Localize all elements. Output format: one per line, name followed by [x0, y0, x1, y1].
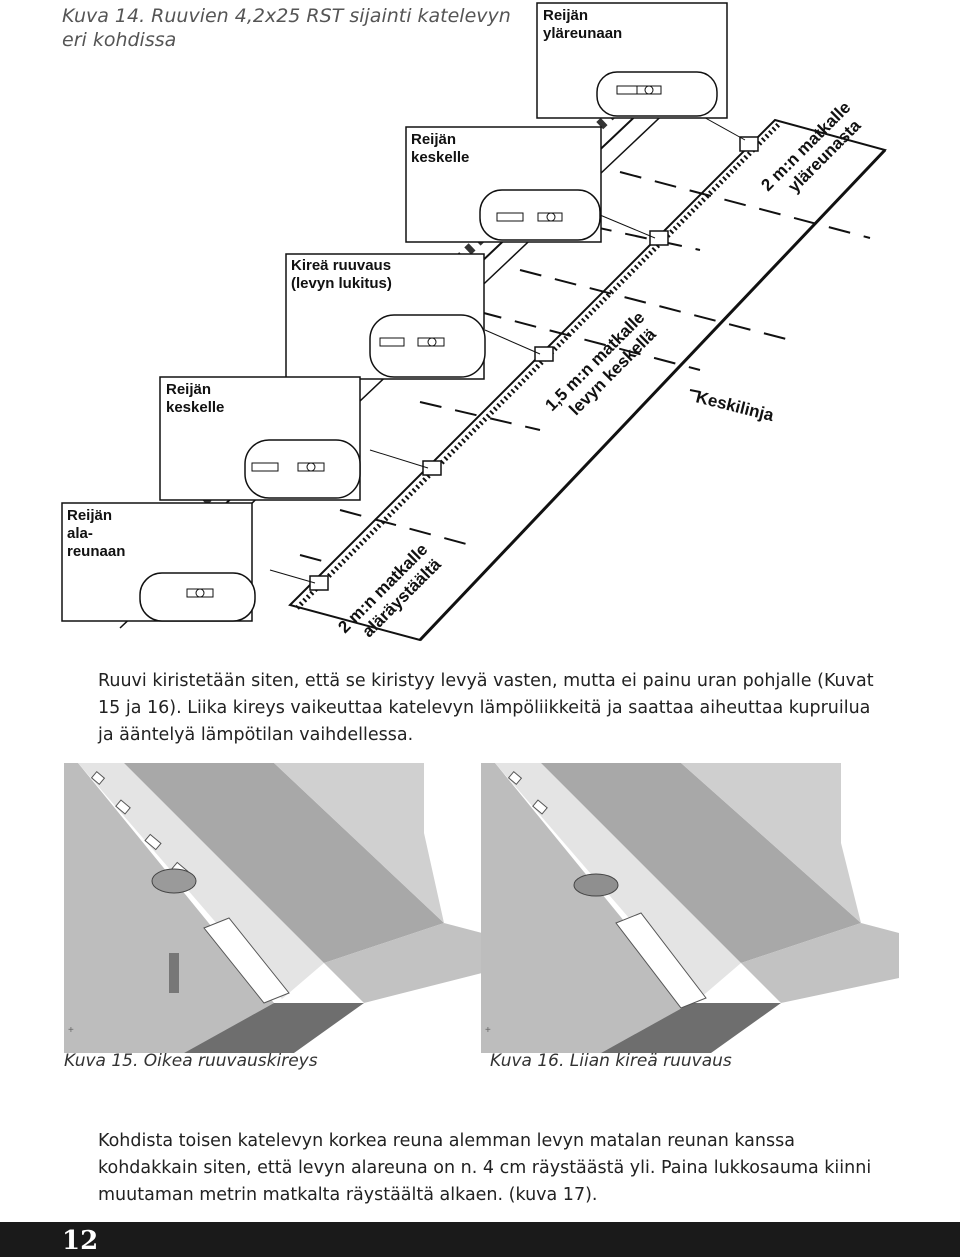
callout-center-upper: Reijän keskelle — [405, 126, 602, 243]
figure-14-diagram: Reijän yläreunaan Reijän keskelle Kireä … — [61, 2, 887, 642]
figure-14-caption-line1: Kuva 14. Ruuvien 4,2x25 RST sijainti kat… — [62, 5, 511, 27]
page-footer-bar — [0, 1222, 960, 1257]
callout-center-upper-line2: keskelle — [411, 149, 469, 166]
callout-top-edge-line1: Reijän — [543, 7, 588, 24]
figure-16-photo: + — [481, 763, 899, 1053]
centerline-label: Keskilinja — [694, 387, 776, 425]
page-number: 12 — [62, 1226, 99, 1256]
callout-center-lower: Reijän keskelle — [159, 376, 361, 501]
callout-center-lower-line2: keskelle — [166, 399, 224, 416]
screw-markers — [309, 136, 759, 591]
figure-15-caption: Kuva 15. Oikea ruuvauskireys — [64, 1051, 318, 1071]
leader-lines — [269, 114, 746, 584]
callout-bottom-edge-line2: ala- — [67, 525, 93, 542]
callout-center-lower-line1: Reijän — [166, 381, 211, 398]
paragraph-screw-tightening: Ruuvi kiristetään siten, että se kiristy… — [98, 671, 874, 745]
callout-tight-line1: Kireä ruuvaus — [291, 257, 391, 274]
callout-tight: Kireä ruuvaus (levyn lukitus) — [285, 253, 486, 380]
figure-16-caption: Kuva 16. Liian kireä ruuvaus — [490, 1051, 732, 1071]
screw-washer-icon — [151, 868, 197, 894]
figure-15-photo: + — [64, 763, 482, 1053]
centerline-label-text: Keskilinja — [694, 387, 776, 425]
callout-bottom-edge: Reijän ala- reunaan — [61, 502, 256, 622]
callout-top-edge-line2: yläreunaan — [543, 25, 622, 42]
callout-tight-line2: (levyn lukitus) — [291, 275, 392, 292]
callout-bottom-edge-line3: reunaan — [67, 543, 125, 560]
dimension-dashes — [299, 171, 871, 564]
callout-top-edge: Reijän yläreunaan — [536, 2, 728, 119]
callout-bottom-edge-line1: Reijän — [67, 507, 112, 524]
axis-marker: + — [68, 1025, 74, 1036]
figure-14-caption: Kuva 14. Ruuvien 4,2x25 RST sijainti kat… — [62, 4, 511, 52]
figure-14-caption-line2: eri kohdissa — [62, 29, 177, 51]
screw-shaft-icon — [169, 953, 179, 993]
axis-marker: + — [485, 1025, 491, 1036]
paragraph-alignment: Kohdista toisen katelevyn korkea reuna a… — [98, 1131, 872, 1205]
screw-washer-icon — [573, 873, 619, 897]
callout-center-upper-line1: Reijän — [411, 131, 456, 148]
